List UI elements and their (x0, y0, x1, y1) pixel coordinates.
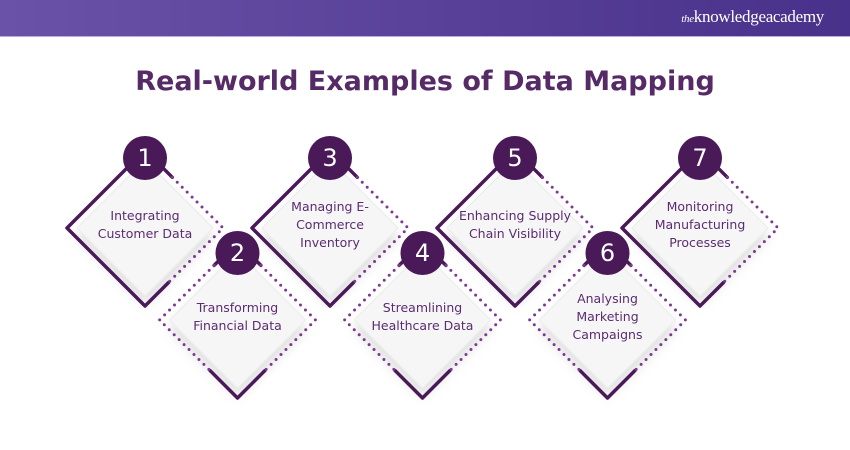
step-number-circle (215, 231, 260, 275)
step-label: Enhancing Supply Chain Visibility (458, 208, 572, 241)
brand-logo: theknowledgeacademy (681, 7, 824, 27)
step-number-circle (308, 136, 352, 180)
step-6 (527, 231, 688, 400)
step-1 (65, 136, 226, 308)
step-number: 7 (692, 144, 708, 172)
step-border-dotted (157, 263, 318, 373)
step-number-circle (400, 231, 445, 275)
step-number-circle (585, 231, 630, 275)
step-card (169, 251, 306, 389)
step-card (446, 159, 584, 297)
step-number: 4 (414, 239, 431, 267)
step-number: 6 (599, 239, 616, 267)
step-label: Transforming Financial Data (193, 300, 282, 333)
step-label: Streamlining Healthcare Data (371, 300, 474, 333)
step-5 (435, 136, 596, 308)
brand-prefix: the (681, 13, 694, 25)
step-card (76, 159, 214, 297)
step-card (631, 159, 769, 297)
step-border-dotted (527, 263, 688, 373)
step-number-circle (123, 136, 167, 180)
brand-name: knowledgeacademy (693, 7, 825, 26)
step-label: Managing E-Commerce Inventory (291, 199, 369, 250)
step-card (539, 251, 676, 389)
step-number: 2 (229, 239, 246, 267)
step-label: Integrating Customer Data (97, 208, 193, 241)
step-4 (342, 231, 503, 400)
header-banner: theknowledgeacademy (0, 0, 850, 37)
step-border-dotted (342, 263, 503, 373)
step-label: Monitoring Manufacturing Processes (654, 199, 746, 250)
step-card (261, 159, 399, 297)
step-7 (620, 136, 781, 308)
step-3 (250, 136, 411, 308)
step-card (354, 251, 491, 389)
step-number-circle (678, 136, 722, 180)
step-number: 5 (507, 144, 523, 172)
step-number-circle (493, 136, 537, 180)
page-title: Real-world Examples of Data Mapping (135, 66, 715, 97)
step-number: 1 (137, 144, 153, 172)
step-label: Analysing Marketing Campaigns (572, 291, 643, 342)
step-2 (157, 231, 318, 400)
step-number: 3 (322, 144, 338, 172)
